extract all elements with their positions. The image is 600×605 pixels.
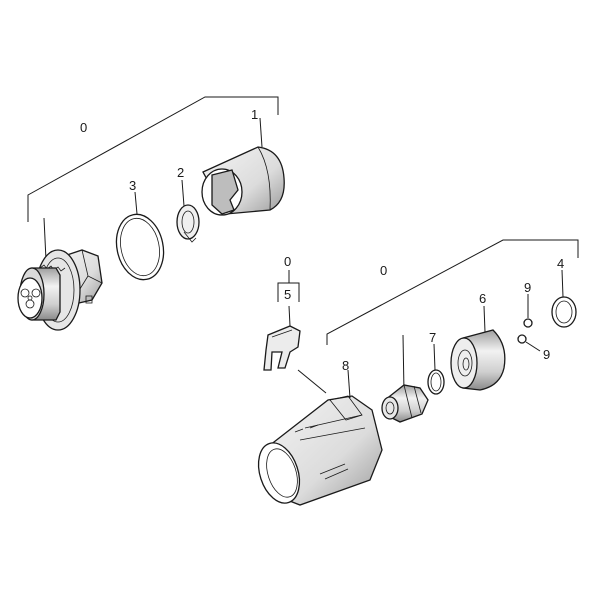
part-4-ring: 4 <box>551 256 577 328</box>
part-7-o-ring: 7 <box>427 330 445 395</box>
part-8-nozzle-body: 8 <box>257 358 383 506</box>
part-9-balls: 9 9 <box>517 280 550 362</box>
label-part-1: 1 <box>251 107 258 122</box>
label-part-8: 8 <box>342 358 349 373</box>
label-part-4: 4 <box>557 256 564 271</box>
label-part-6: 6 <box>479 291 486 306</box>
part-5-bracket: 0 5 <box>277 254 300 302</box>
part-5-clip <box>263 305 327 394</box>
label-part-3: 3 <box>129 178 136 193</box>
label-part-2: 2 <box>177 165 184 180</box>
label-group-upper: 0 <box>80 120 87 135</box>
label-part-7: 7 <box>429 330 436 345</box>
part-3-o-ring: 3 <box>115 178 165 281</box>
part-1-cap: 1 <box>201 107 285 216</box>
group-bracket-lower: 0 <box>326 239 579 393</box>
part-6-sleeve: 6 <box>450 291 506 391</box>
group-bracket-upper: 0 <box>27 96 279 261</box>
label-part-9-upper: 9 <box>524 280 531 295</box>
nozzle-insert <box>381 384 429 423</box>
label-group-lower: 0 <box>380 263 387 278</box>
label-part-5: 5 <box>284 287 291 302</box>
part-2-snap-ring: 2 <box>176 165 200 243</box>
label-part-9-lower: 9 <box>543 347 550 362</box>
valve-housing <box>17 249 103 331</box>
label-group-clip: 0 <box>284 254 291 269</box>
